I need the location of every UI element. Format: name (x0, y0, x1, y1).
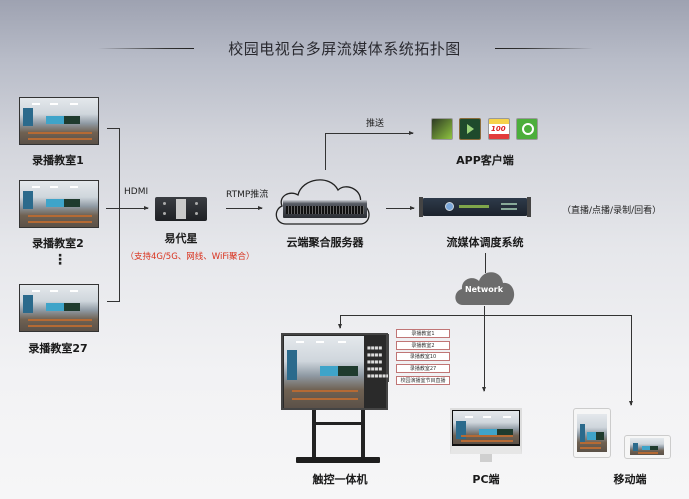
tablet-device (573, 408, 611, 458)
line-to-network (485, 253, 486, 273)
line-to-pc (484, 306, 485, 388)
connector-classroom-1 (107, 128, 120, 129)
arrow-rtmp (226, 206, 263, 210)
classroom-label-2: 录播教室2 (32, 237, 84, 250)
callout-classroom-2: 录播教室2 (396, 341, 450, 350)
classroom-image-2 (19, 180, 99, 228)
arrow-to-streaming (386, 206, 415, 210)
streaming-rack-device (419, 197, 531, 217)
bracket-vertical (119, 128, 120, 302)
classroom-image-27 (19, 284, 99, 332)
streaming-note: （直播/点播/录制/回看） (562, 206, 662, 216)
streaming-name: 流媒体调度系统 (446, 236, 524, 249)
stand-leg-right (361, 410, 365, 460)
arrow-push (325, 131, 414, 135)
phone-device (624, 435, 671, 459)
callout-classroom-10: 录播教室10 (396, 352, 450, 361)
classroom-label-27: 录播教室27 (28, 342, 88, 355)
ellipsis: ⋮ (53, 252, 67, 268)
page-title: 校园电视台多屏流媒体系统拓扑图 (228, 40, 461, 58)
network-horizontal-line (340, 315, 632, 316)
pc-monitor (450, 408, 522, 454)
rtmp-label: RTMP推流 (226, 190, 269, 200)
callout-classroom-27: 录播教室27 (396, 364, 450, 373)
hdmi-label: HDMI (124, 187, 149, 197)
app-icon-green-q[interactable] (516, 118, 538, 140)
arrow-to-mobile (629, 315, 633, 406)
connector-classroom-27 (107, 301, 120, 302)
encoder-device (155, 197, 207, 221)
connector-classroom-2 (106, 208, 120, 209)
cloud-outline-icon (275, 179, 370, 225)
network-label: Network (464, 285, 504, 294)
touch-panel-screen: ■■■■ ■■■■ ■■■■ ■■■■ ■■■■■■ (281, 333, 390, 410)
stand-crossbar (314, 422, 362, 425)
encoder-name: 易代星 (164, 232, 198, 245)
push-label: 推送 (366, 119, 385, 129)
touch-panel-name: 触控一体机 (312, 473, 368, 486)
classroom-image-1 (19, 97, 99, 145)
app-icon-green-face[interactable] (431, 118, 453, 140)
arrow-to-pc (482, 383, 486, 392)
network-cloud-icon (455, 272, 515, 305)
pc-stand (480, 454, 492, 462)
mobile-name: 移动端 (613, 473, 647, 486)
callout-campus-studio: 校园演播室节目直播 (396, 376, 450, 385)
cloud-server-name: 云端聚合服务器 (286, 236, 364, 249)
callout-classroom-1: 录播教室1 (396, 329, 450, 338)
pc-name: PC端 (472, 473, 500, 486)
app-client-name: APP客户端 (456, 154, 514, 167)
push-line-vertical (325, 133, 326, 170)
app-icon-blackboard-play[interactable] (459, 118, 481, 140)
app-icon-100[interactable]: 100 (488, 118, 510, 140)
callout-connector (388, 334, 397, 382)
arrow-to-touch (338, 315, 342, 329)
classroom-label-1: 录播教室1 (32, 154, 84, 167)
stand-base (296, 457, 380, 463)
title-line-right (495, 48, 593, 49)
title-line-left (98, 48, 194, 49)
server-drive-bays (286, 206, 364, 214)
stand-leg-left (312, 410, 316, 460)
arrow-hdmi (120, 206, 149, 210)
encoder-note: （支持4G/5G、网线、WiFi聚合） (125, 252, 255, 262)
